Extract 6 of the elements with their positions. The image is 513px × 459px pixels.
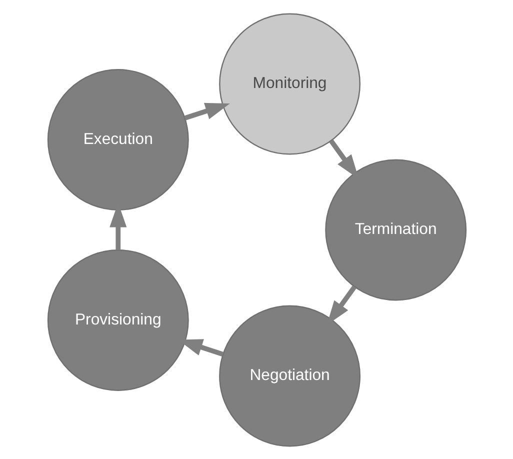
- node-circle: Negotiation: [218, 304, 360, 446]
- arrow: [184, 102, 230, 120]
- node-circle: Execution: [46, 68, 188, 210]
- node-circle: Provisioning: [46, 249, 188, 390]
- node-circle: Termination: [324, 158, 466, 300]
- node-circle: Monitoring: [218, 12, 360, 154]
